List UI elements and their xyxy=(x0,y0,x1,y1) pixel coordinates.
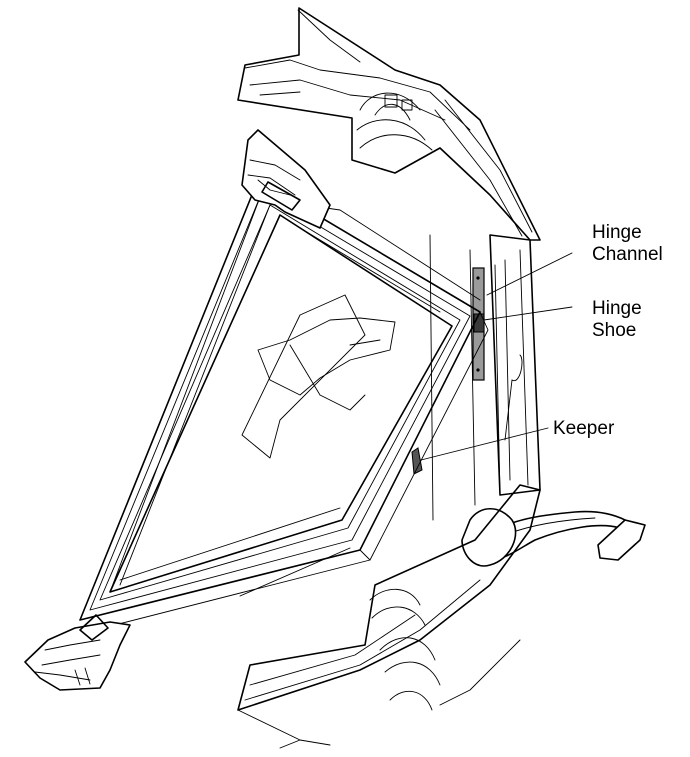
operator-crank xyxy=(461,507,646,567)
top-head-jamb xyxy=(237,7,541,241)
hinge-shoe-label-line-1: Hinge xyxy=(592,298,642,319)
sash-top-corner xyxy=(241,129,331,229)
sash xyxy=(79,179,489,631)
hinge-channel-label-line-1: Hinge xyxy=(592,222,642,243)
leader-lines xyxy=(420,252,573,461)
hinge-shoe-label: Hinge Shoe xyxy=(592,298,642,342)
bottom-sill xyxy=(237,484,541,749)
hinge-channel-label: Hinge Channel xyxy=(592,222,663,266)
hinge-channel-label-line-2: Channel xyxy=(592,244,663,265)
sash-bottom-corner xyxy=(24,614,131,691)
keeper xyxy=(411,447,423,475)
keeper-label: Keeper xyxy=(553,418,615,439)
glass-reflection xyxy=(241,294,396,459)
hinge-shoe-label-line-2: Shoe xyxy=(592,320,637,341)
